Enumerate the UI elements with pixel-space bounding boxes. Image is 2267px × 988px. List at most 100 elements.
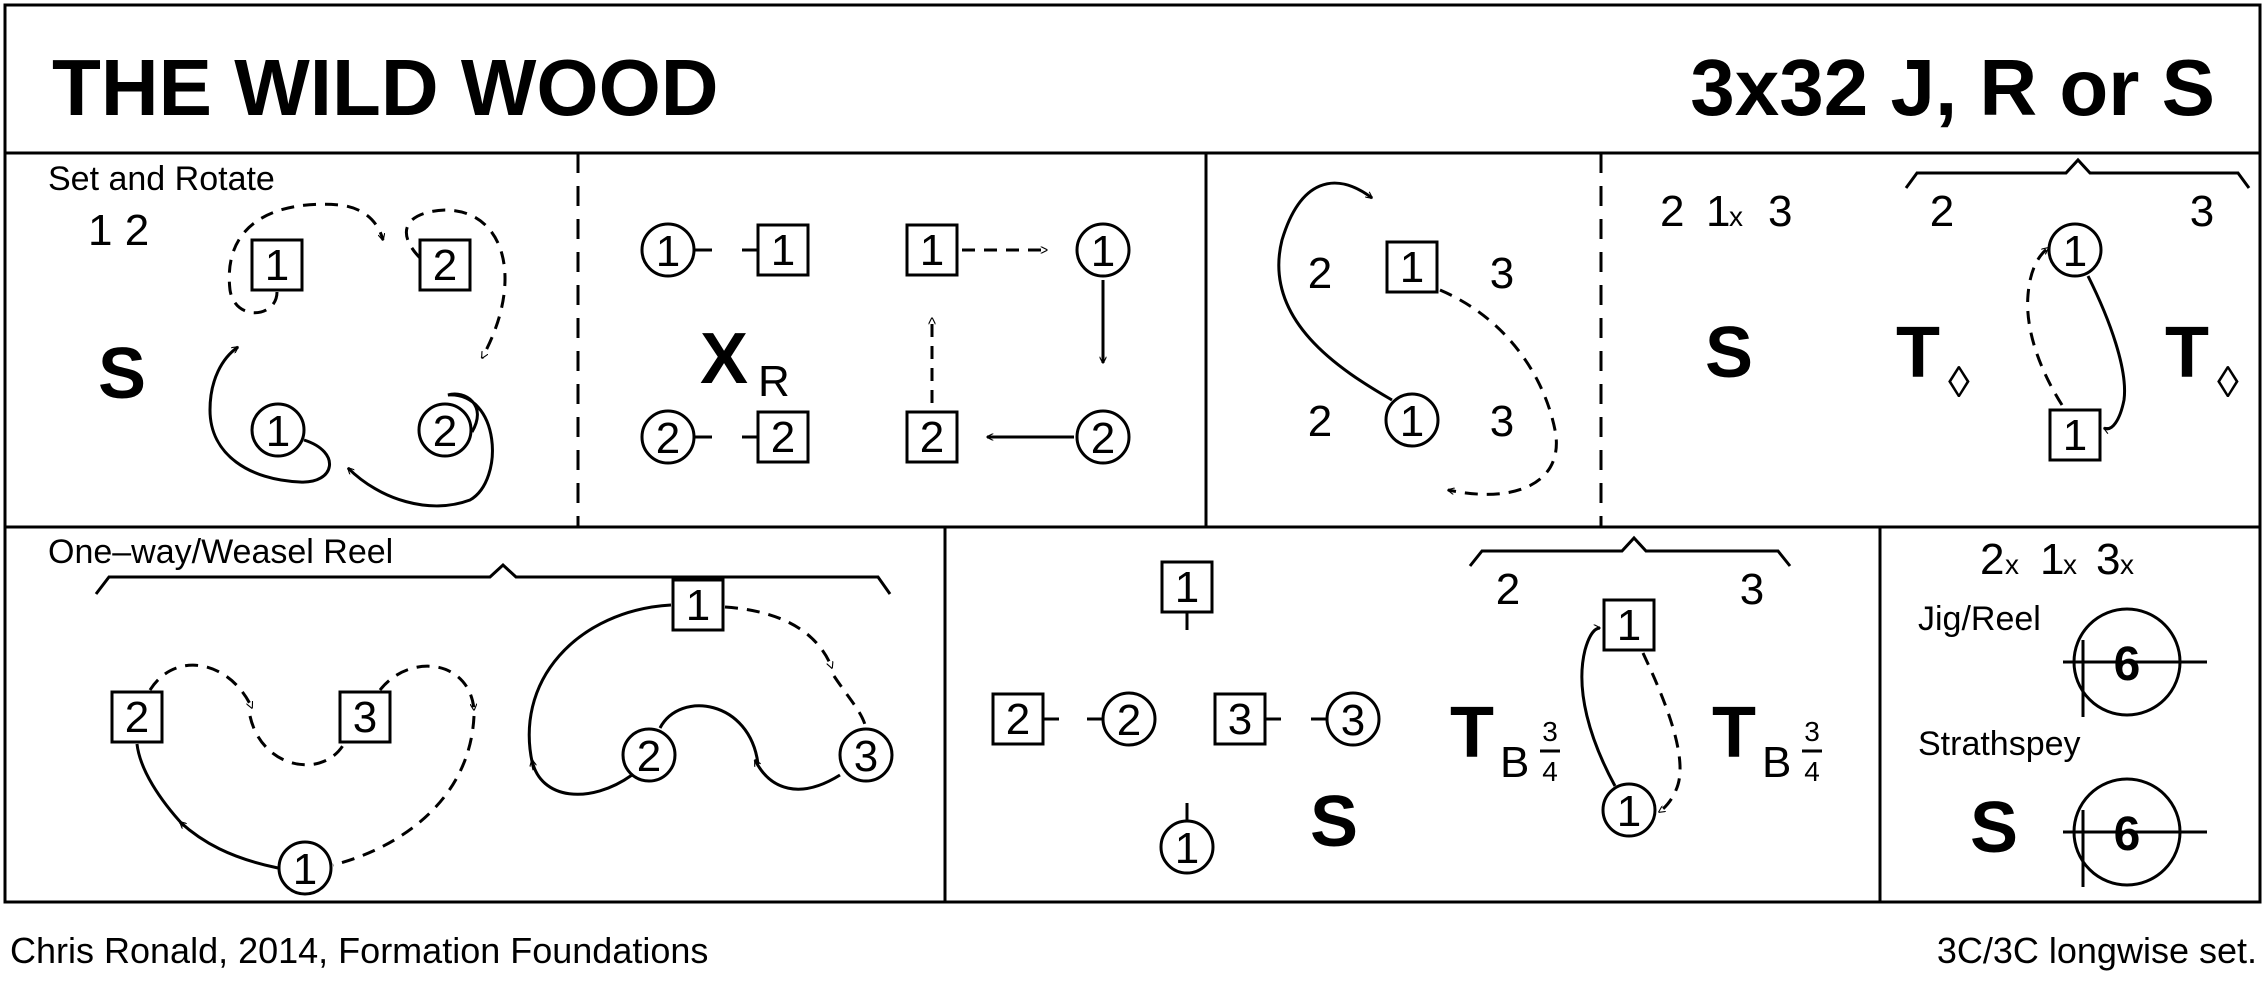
order-label: 2 — [1660, 187, 1684, 236]
order-mark: x — [2063, 549, 2077, 580]
brace — [1468, 535, 1792, 567]
square-3 — [338, 690, 392, 744]
step-set: S — [98, 334, 146, 414]
circle-1 — [277, 840, 333, 896]
step-turn: T — [2165, 313, 2209, 393]
panel-finish: 1 2 2 3 3 1 S 2 3 T B 3 4 T B 3 4 1 1 — [991, 535, 1822, 875]
square-label: 2 — [125, 693, 149, 742]
circle-label: 1 — [1175, 824, 1199, 873]
square-label: 1 — [1175, 563, 1199, 612]
square-label: 1 — [1400, 243, 1424, 292]
diamond-symbol: ◊ — [2217, 358, 2239, 407]
dashed-path — [1439, 288, 1558, 496]
square-1 — [1385, 240, 1439, 294]
square-1 — [1602, 598, 1656, 652]
circle-1 — [1384, 392, 1440, 448]
circle-3 — [1325, 691, 1381, 747]
panel-cast: 2 1 3 2 1 3 — [1277, 181, 1558, 496]
jig-reel-label: Jig/Reel — [1918, 600, 2041, 638]
square-1 — [671, 578, 725, 632]
order-label: 1 — [2040, 535, 2064, 584]
circle-label: 1 — [656, 227, 680, 276]
step-set: S — [1310, 782, 1358, 862]
circle-label: 1 — [2063, 227, 2087, 276]
step-turn: T — [1896, 313, 1940, 393]
panel-repeat: 2 x 1 x 3 x Jig/Reel 6 Strathspey S 6 — [1918, 535, 2207, 887]
solid-path — [348, 392, 494, 508]
square-label: 1 — [265, 241, 289, 290]
circle-label: 1 — [266, 407, 290, 456]
solid-path — [180, 822, 279, 870]
strathspey-label: Strathspey — [1918, 725, 2081, 763]
circle-label: 2 — [637, 732, 661, 781]
panel-caption: One–way/Weasel Reel — [48, 533, 393, 571]
dashed-path — [404, 208, 507, 358]
square-label: 2 — [771, 413, 795, 462]
order-mark: x — [2120, 549, 2134, 580]
order-mark: x — [2005, 549, 2019, 580]
circle-1 — [250, 402, 306, 458]
square-3 — [1213, 692, 1267, 746]
square-label: 1 — [686, 581, 710, 630]
square-1 — [756, 223, 810, 277]
step-set: S — [1705, 313, 1753, 393]
circle-label: 2 — [433, 407, 457, 456]
square-label: 2 — [433, 241, 457, 290]
square-label: 1 — [771, 226, 795, 275]
square-label: 2 — [920, 413, 944, 462]
square-2 — [418, 238, 472, 292]
fraction-denominator: 4 — [1542, 756, 1558, 787]
position-label: 3 — [1490, 249, 1514, 298]
dashed-path — [1641, 652, 1682, 814]
step-turn: T — [1450, 693, 1494, 773]
circle-label: 1 — [1617, 787, 1641, 836]
dashed-path — [332, 715, 476, 867]
circle-2 — [1075, 409, 1131, 465]
circle-label: 2 — [656, 414, 680, 463]
circle-label: 1 — [1400, 397, 1424, 446]
order-label: 3 — [2096, 535, 2120, 584]
dashed-path — [378, 664, 474, 710]
dashed-path — [724, 605, 832, 668]
step-set: S — [1970, 788, 2018, 868]
dance-type: 3x32 J, R or S — [1690, 43, 2215, 132]
brace — [1904, 157, 2251, 189]
position-label: 2 — [1308, 397, 1332, 446]
circle-3 — [838, 727, 894, 783]
square-2 — [905, 410, 959, 464]
solid-path — [135, 743, 186, 828]
order-label: 2 — [1980, 535, 2004, 584]
diamond-symbol: ◊ — [1948, 358, 1970, 407]
circle-2 — [621, 727, 677, 783]
dashed-path — [248, 715, 347, 767]
circle-2 — [1101, 691, 1157, 747]
dashed-path — [2026, 248, 2064, 406]
step-turn: T — [1712, 693, 1756, 773]
square-1 — [2048, 408, 2102, 462]
square-1 — [905, 223, 959, 277]
panel-set-and-rotate: Set and Rotate 1 2 S 1 2 1 2 — [48, 160, 507, 508]
circle-label: 3 — [854, 732, 878, 781]
fraction-numerator: 3 — [1542, 716, 1558, 747]
solid-path — [532, 760, 633, 796]
circle-1 — [1601, 782, 1657, 838]
panel-set-and-turn: 2 1 x 3 S 2 3 T ◊ T ◊ 1 1 — [1660, 157, 2251, 462]
dashed-path — [148, 663, 254, 708]
turn-both-hands: B — [1762, 738, 1791, 787]
solid-path — [1580, 628, 1617, 787]
square-label: 1 — [1617, 601, 1641, 650]
brace-label: 3 — [2190, 187, 2214, 236]
square-label: 1 — [920, 226, 944, 275]
square-2 — [756, 410, 810, 464]
square-label: 1 — [2063, 411, 2087, 460]
brace-label: 2 — [1930, 187, 1954, 236]
square-label: 3 — [1228, 695, 1252, 744]
square-label: 3 — [353, 693, 377, 742]
outer-frame — [3, 3, 2262, 904]
dashed-path — [227, 202, 383, 315]
circle-label: 1 — [293, 845, 317, 894]
footer-credit: Chris Ronald, 2014, Formation Foundation… — [10, 930, 708, 971]
panel-cross: 1 1 X R 2 2 1 1 2 2 — [640, 222, 1131, 465]
solid-path — [208, 345, 332, 484]
